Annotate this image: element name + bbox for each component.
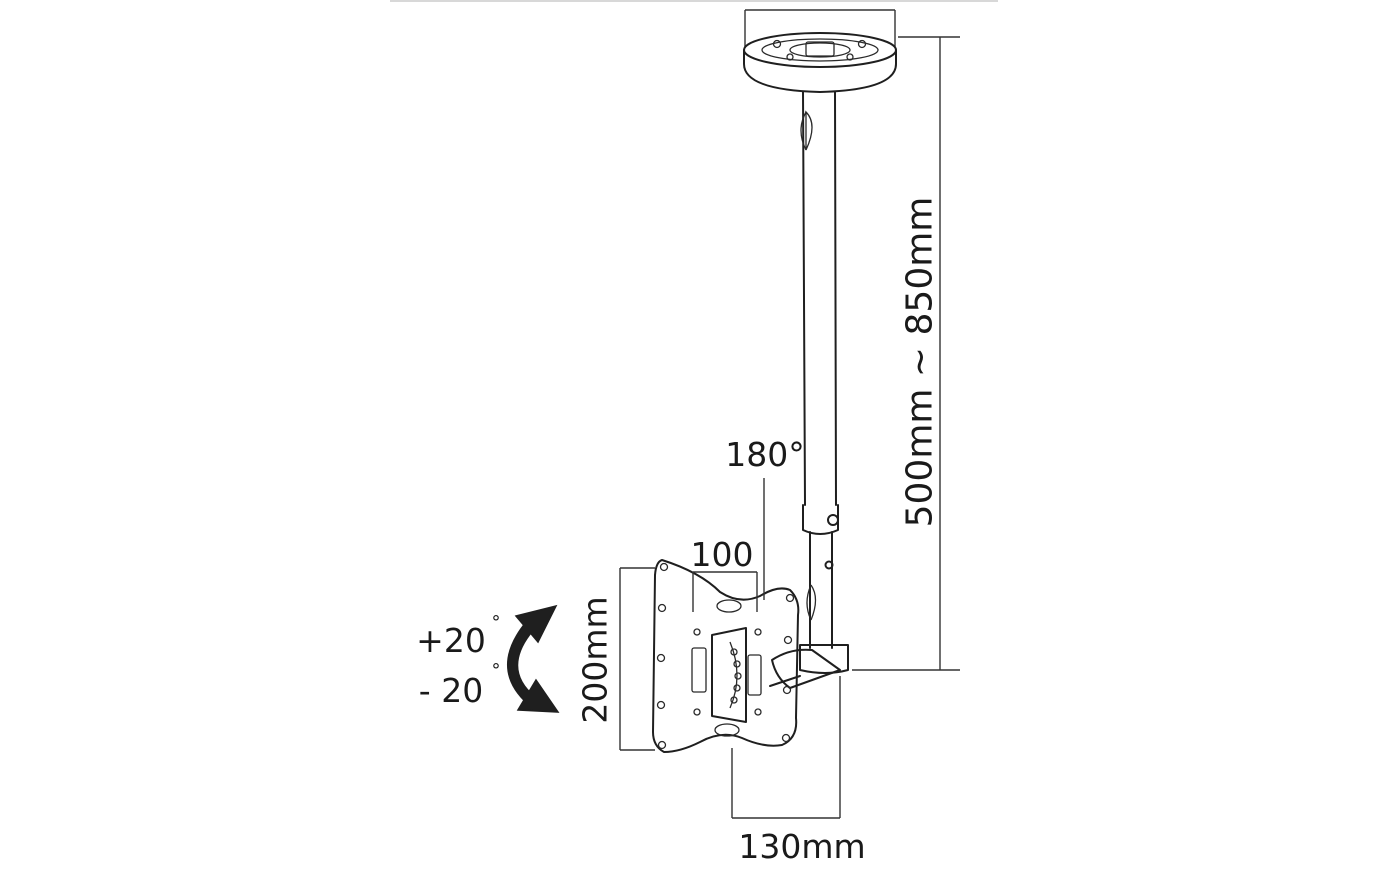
ceiling-plate bbox=[743, 9, 897, 93]
vesa-vertical-dimension bbox=[619, 567, 655, 751]
vesa-vertical-label: 200mm bbox=[576, 596, 615, 723]
tilt-plus-label: +20 bbox=[416, 621, 486, 660]
telescopic-pole bbox=[799, 91, 849, 674]
tilt-arrow-icon bbox=[507, 604, 560, 713]
vesa-horizontal-dimension bbox=[692, 571, 758, 612]
depth-label: 130mm bbox=[738, 827, 865, 866]
tilt-minus-degree: ° bbox=[492, 660, 501, 681]
tilt-plus-degree: ° bbox=[492, 612, 501, 633]
vesa-horizontal-label: 100 bbox=[691, 535, 754, 574]
height-range-label: 500mm ~ 850mm bbox=[900, 197, 941, 528]
depth-dimension bbox=[731, 676, 841, 819]
height-dimension bbox=[852, 36, 960, 671]
rotation-label: 180° bbox=[725, 435, 805, 474]
vesa-plate bbox=[652, 559, 800, 753]
tilt-minus-label: - 20 bbox=[419, 671, 483, 710]
tilt-arm bbox=[769, 648, 841, 689]
